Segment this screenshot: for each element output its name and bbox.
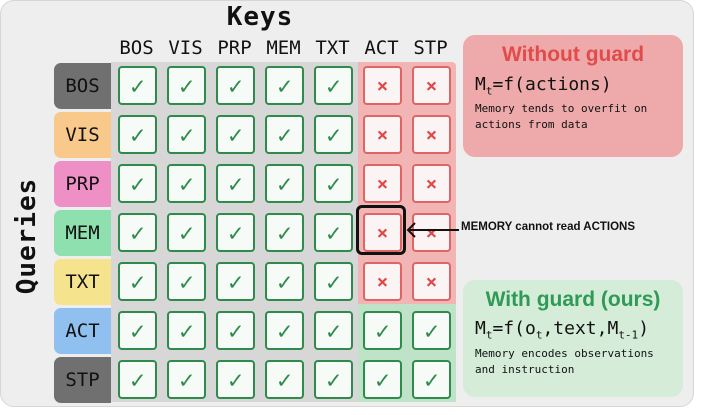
check-icon: ✓: [363, 311, 402, 350]
key-label-vis: VIS: [168, 37, 203, 59]
check-icon: ✓: [265, 66, 304, 105]
key-label-mem: MEM: [266, 37, 301, 59]
check-icon: ✓: [216, 262, 255, 301]
check-icon: ✓: [118, 311, 157, 350]
check-icon: ✓: [167, 360, 206, 399]
with-guard-formula: Mt=f(ot,text,Mt-1): [475, 318, 650, 342]
memory-annotation: MEMORY cannot read ACTIONS: [461, 221, 636, 233]
check-icon: ✓: [216, 311, 255, 350]
with-guard-title: With guard (ours): [485, 288, 661, 311]
check-icon: ✓: [314, 360, 353, 399]
check-icon: ✓: [118, 164, 157, 203]
check-icon: ✓: [265, 164, 304, 203]
key-label-stp: STP: [413, 37, 448, 59]
check-icon: ✓: [265, 360, 304, 399]
queries-axis-title: Queries: [12, 177, 42, 295]
key-label-bos: BOS: [119, 37, 154, 59]
check-icon: ✓: [412, 311, 451, 350]
cross-icon: ×: [363, 213, 402, 252]
check-icon: ✓: [167, 311, 206, 350]
check-icon: ✓: [167, 164, 206, 203]
check-icon: ✓: [412, 360, 451, 399]
check-icon: ✓: [314, 262, 353, 301]
check-icon: ✓: [216, 164, 255, 203]
check-icon: ✓: [265, 262, 304, 301]
check-icon: ✓: [167, 213, 206, 252]
with-guard-description: Memory encodes observations and instruct…: [475, 347, 654, 376]
key-label-act: ACT: [364, 37, 399, 59]
check-icon: ✓: [118, 262, 157, 301]
check-icon: ✓: [216, 115, 255, 154]
cross-icon: ×: [412, 66, 451, 105]
check-icon: ✓: [314, 115, 353, 154]
cross-icon: ×: [412, 262, 451, 301]
query-label-act: ACT: [54, 308, 111, 354]
query-label-prp: PRP: [54, 161, 111, 207]
keys-axis-title: Keys: [226, 2, 294, 32]
key-label-prp: PRP: [217, 37, 252, 59]
without-guard-formula: Mt=f(actions): [475, 74, 612, 98]
check-icon: ✓: [265, 311, 304, 350]
check-icon: ✓: [314, 213, 353, 252]
check-icon: ✓: [118, 115, 157, 154]
check-icon: ✓: [167, 115, 206, 154]
with-guard-box: With guard (ours) Mt=f(ot,text,Mt-1) Mem…: [463, 280, 683, 397]
query-label-mem: MEM: [54, 210, 111, 256]
cross-icon: ×: [412, 213, 451, 252]
check-icon: ✓: [265, 213, 304, 252]
check-icon: ✓: [314, 164, 353, 203]
cross-icon: ×: [412, 164, 451, 203]
without-guard-description: Memory tends to overfit on actions from …: [475, 102, 648, 131]
check-icon: ✓: [118, 66, 157, 105]
without-guard-title: Without guard: [501, 43, 645, 66]
key-label-txt: TXT: [315, 37, 350, 59]
cross-icon: ×: [363, 66, 402, 105]
query-label-stp: STP: [54, 357, 111, 403]
check-icon: ✓: [265, 115, 304, 154]
arrow-icon: [406, 222, 459, 238]
check-icon: ✓: [167, 66, 206, 105]
check-icon: ✓: [363, 360, 402, 399]
query-label-vis: VIS: [54, 112, 111, 158]
check-icon: ✓: [314, 66, 353, 105]
check-icon: ✓: [118, 360, 157, 399]
cross-icon: ×: [363, 262, 402, 301]
query-label-bos: BOS: [54, 63, 111, 109]
mem-act-highlight: [356, 205, 406, 255]
check-icon: ✓: [216, 213, 255, 252]
check-icon: ✓: [216, 66, 255, 105]
query-label-txt: TXT: [54, 259, 111, 305]
check-icon: ✓: [118, 213, 157, 252]
cross-icon: ×: [363, 115, 402, 154]
check-icon: ✓: [314, 311, 353, 350]
check-icon: ✓: [167, 262, 206, 301]
check-icon: ✓: [216, 360, 255, 399]
without-guard-box: Without guard Mt=f(actions) Memory tends…: [463, 35, 683, 157]
cross-icon: ×: [412, 115, 451, 154]
cross-icon: ×: [363, 164, 402, 203]
